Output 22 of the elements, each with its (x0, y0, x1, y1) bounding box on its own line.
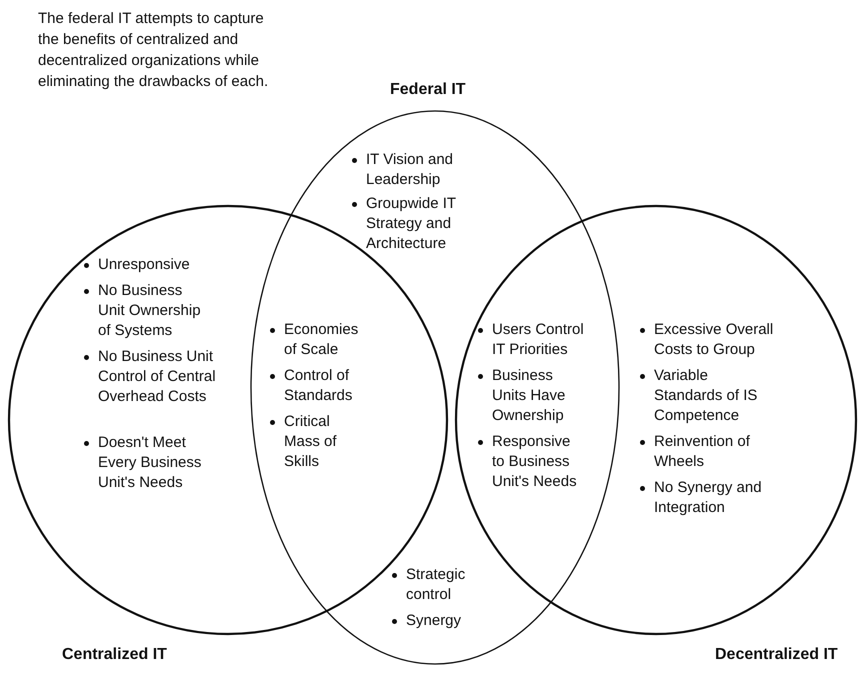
bullet-text: Responsive to Business Unit's Needs (492, 432, 578, 492)
bullet-text: No Synergy and Integration (654, 478, 763, 518)
bullet-text: Doesn't Meet Every Business Unit's Needs (98, 433, 202, 493)
bullet-text: Control of Standards (284, 366, 354, 406)
bullet-text: IT Vision and Leadership (366, 150, 454, 190)
set-heading: Federal IT (390, 80, 466, 100)
bullet-text: Reinvention of Wheels (654, 432, 751, 472)
bullet-text: No Business Unit Control of Central Overhead Costs (98, 347, 217, 407)
bullet-text: Users Control IT Priorities (492, 320, 585, 360)
bullet-text: Variable Standards of IS Competence (654, 366, 758, 426)
note-text: The federal IT attempts to capture the benefits of centralized and decentralized organizations while eliminating the drawbacks of each. (38, 9, 270, 92)
set-heading: Centralized IT (62, 645, 167, 665)
bullet-text: Critical Mass of Skills (284, 412, 338, 472)
bullet-text: Unresponsive (98, 255, 191, 275)
bullet-text: Synergy (406, 611, 462, 631)
bullet-text: Economies of Scale (284, 320, 360, 360)
bullet-text: Excessive Overall Costs to Group (654, 320, 774, 360)
bullet-text: Strategic control (406, 565, 466, 605)
bullet-text: No Business Unit Ownership of Systems (98, 281, 202, 341)
set-heading: Decentralized IT (715, 645, 838, 665)
bullet-text: Groupwide IT Strategy and Architecture (366, 194, 457, 254)
bullet-text: Business Units Have Ownership (492, 366, 566, 426)
